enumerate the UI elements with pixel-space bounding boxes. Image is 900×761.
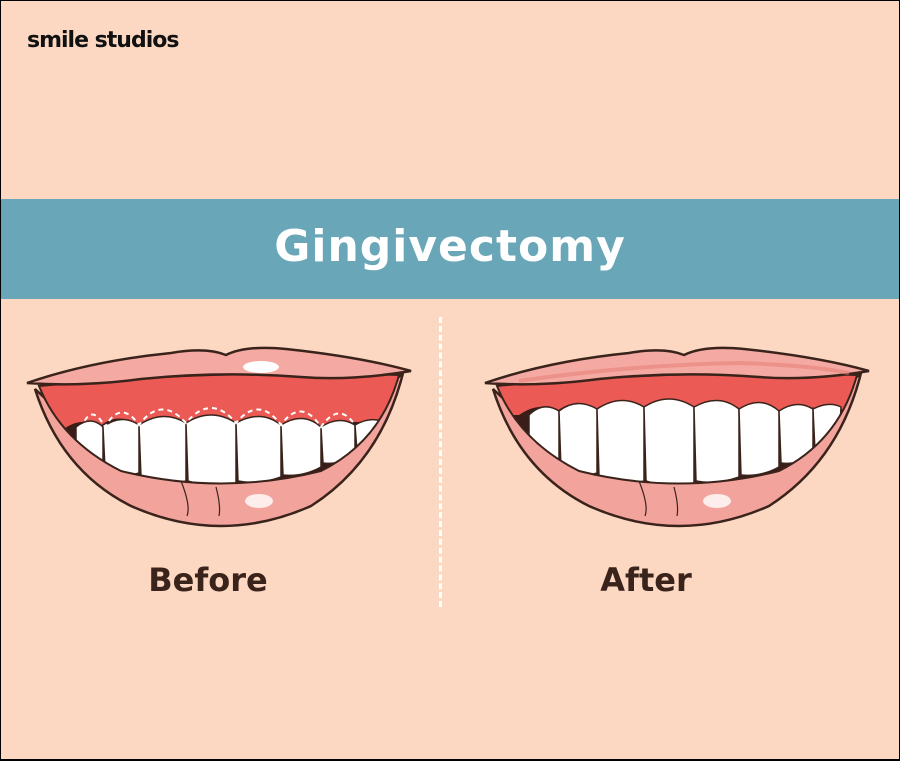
after-smile-illustration xyxy=(484,346,870,528)
lip-highlight xyxy=(243,361,279,373)
tooth xyxy=(235,415,282,484)
tooth xyxy=(643,398,695,484)
lip-highlight xyxy=(245,494,273,508)
before-smile-illustration xyxy=(26,346,412,528)
tooth xyxy=(185,414,237,484)
brand-logo: smile studios xyxy=(27,28,179,53)
tooth xyxy=(596,399,645,484)
incision-guide xyxy=(80,407,356,430)
gum xyxy=(39,373,399,431)
tooth xyxy=(280,417,322,477)
lip-highlight xyxy=(703,494,731,508)
tooth xyxy=(138,415,187,484)
before-label: Before xyxy=(148,561,268,599)
page-title: Gingivectomy xyxy=(274,221,626,272)
tooth xyxy=(738,401,780,477)
upper-lip xyxy=(26,346,412,386)
tooth xyxy=(693,399,740,484)
dashed-divider xyxy=(439,317,442,607)
after-label: After xyxy=(600,561,692,599)
title-banner: Gingivectomy xyxy=(1,199,899,299)
